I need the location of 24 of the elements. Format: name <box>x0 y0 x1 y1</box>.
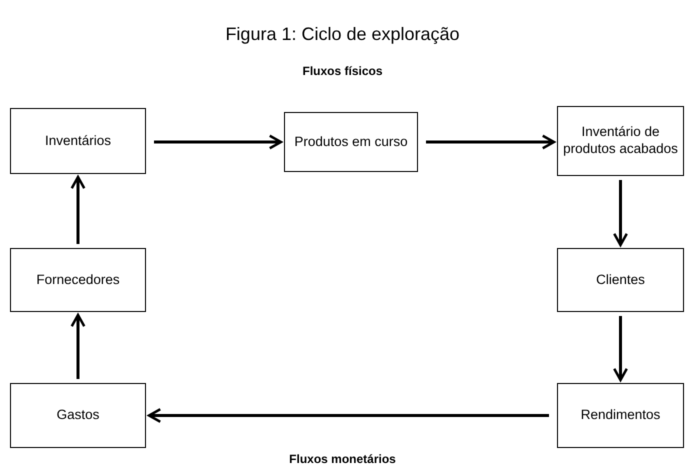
node-label: Fornecedores <box>36 272 120 288</box>
node-label: Produtos em curso <box>294 134 408 150</box>
arrow <box>70 314 86 379</box>
process-box <box>10 248 146 312</box>
arrow <box>426 134 556 150</box>
process-box <box>10 108 146 174</box>
node-label: Rendimentos <box>580 407 660 424</box>
node-label: Gastos <box>56 407 100 424</box>
node-label: Clientes <box>596 272 645 288</box>
arrow <box>613 316 628 382</box>
process-box <box>557 106 684 176</box>
arrow <box>154 134 282 150</box>
node-label: Inventários <box>44 132 112 150</box>
process-box <box>10 383 146 448</box>
arrow <box>148 408 549 423</box>
node-label: Inventário de produtos acabados <box>562 124 679 158</box>
process-box <box>557 383 684 448</box>
section-heading: Fluxos monetários <box>288 452 397 466</box>
figure-title: Figura 1: Ciclo de exploração <box>224 24 461 45</box>
process-box <box>284 112 418 172</box>
arrow <box>70 176 86 244</box>
section-heading: Fluxos físicos <box>301 64 384 78</box>
process-box <box>557 248 684 312</box>
arrow <box>613 180 628 246</box>
